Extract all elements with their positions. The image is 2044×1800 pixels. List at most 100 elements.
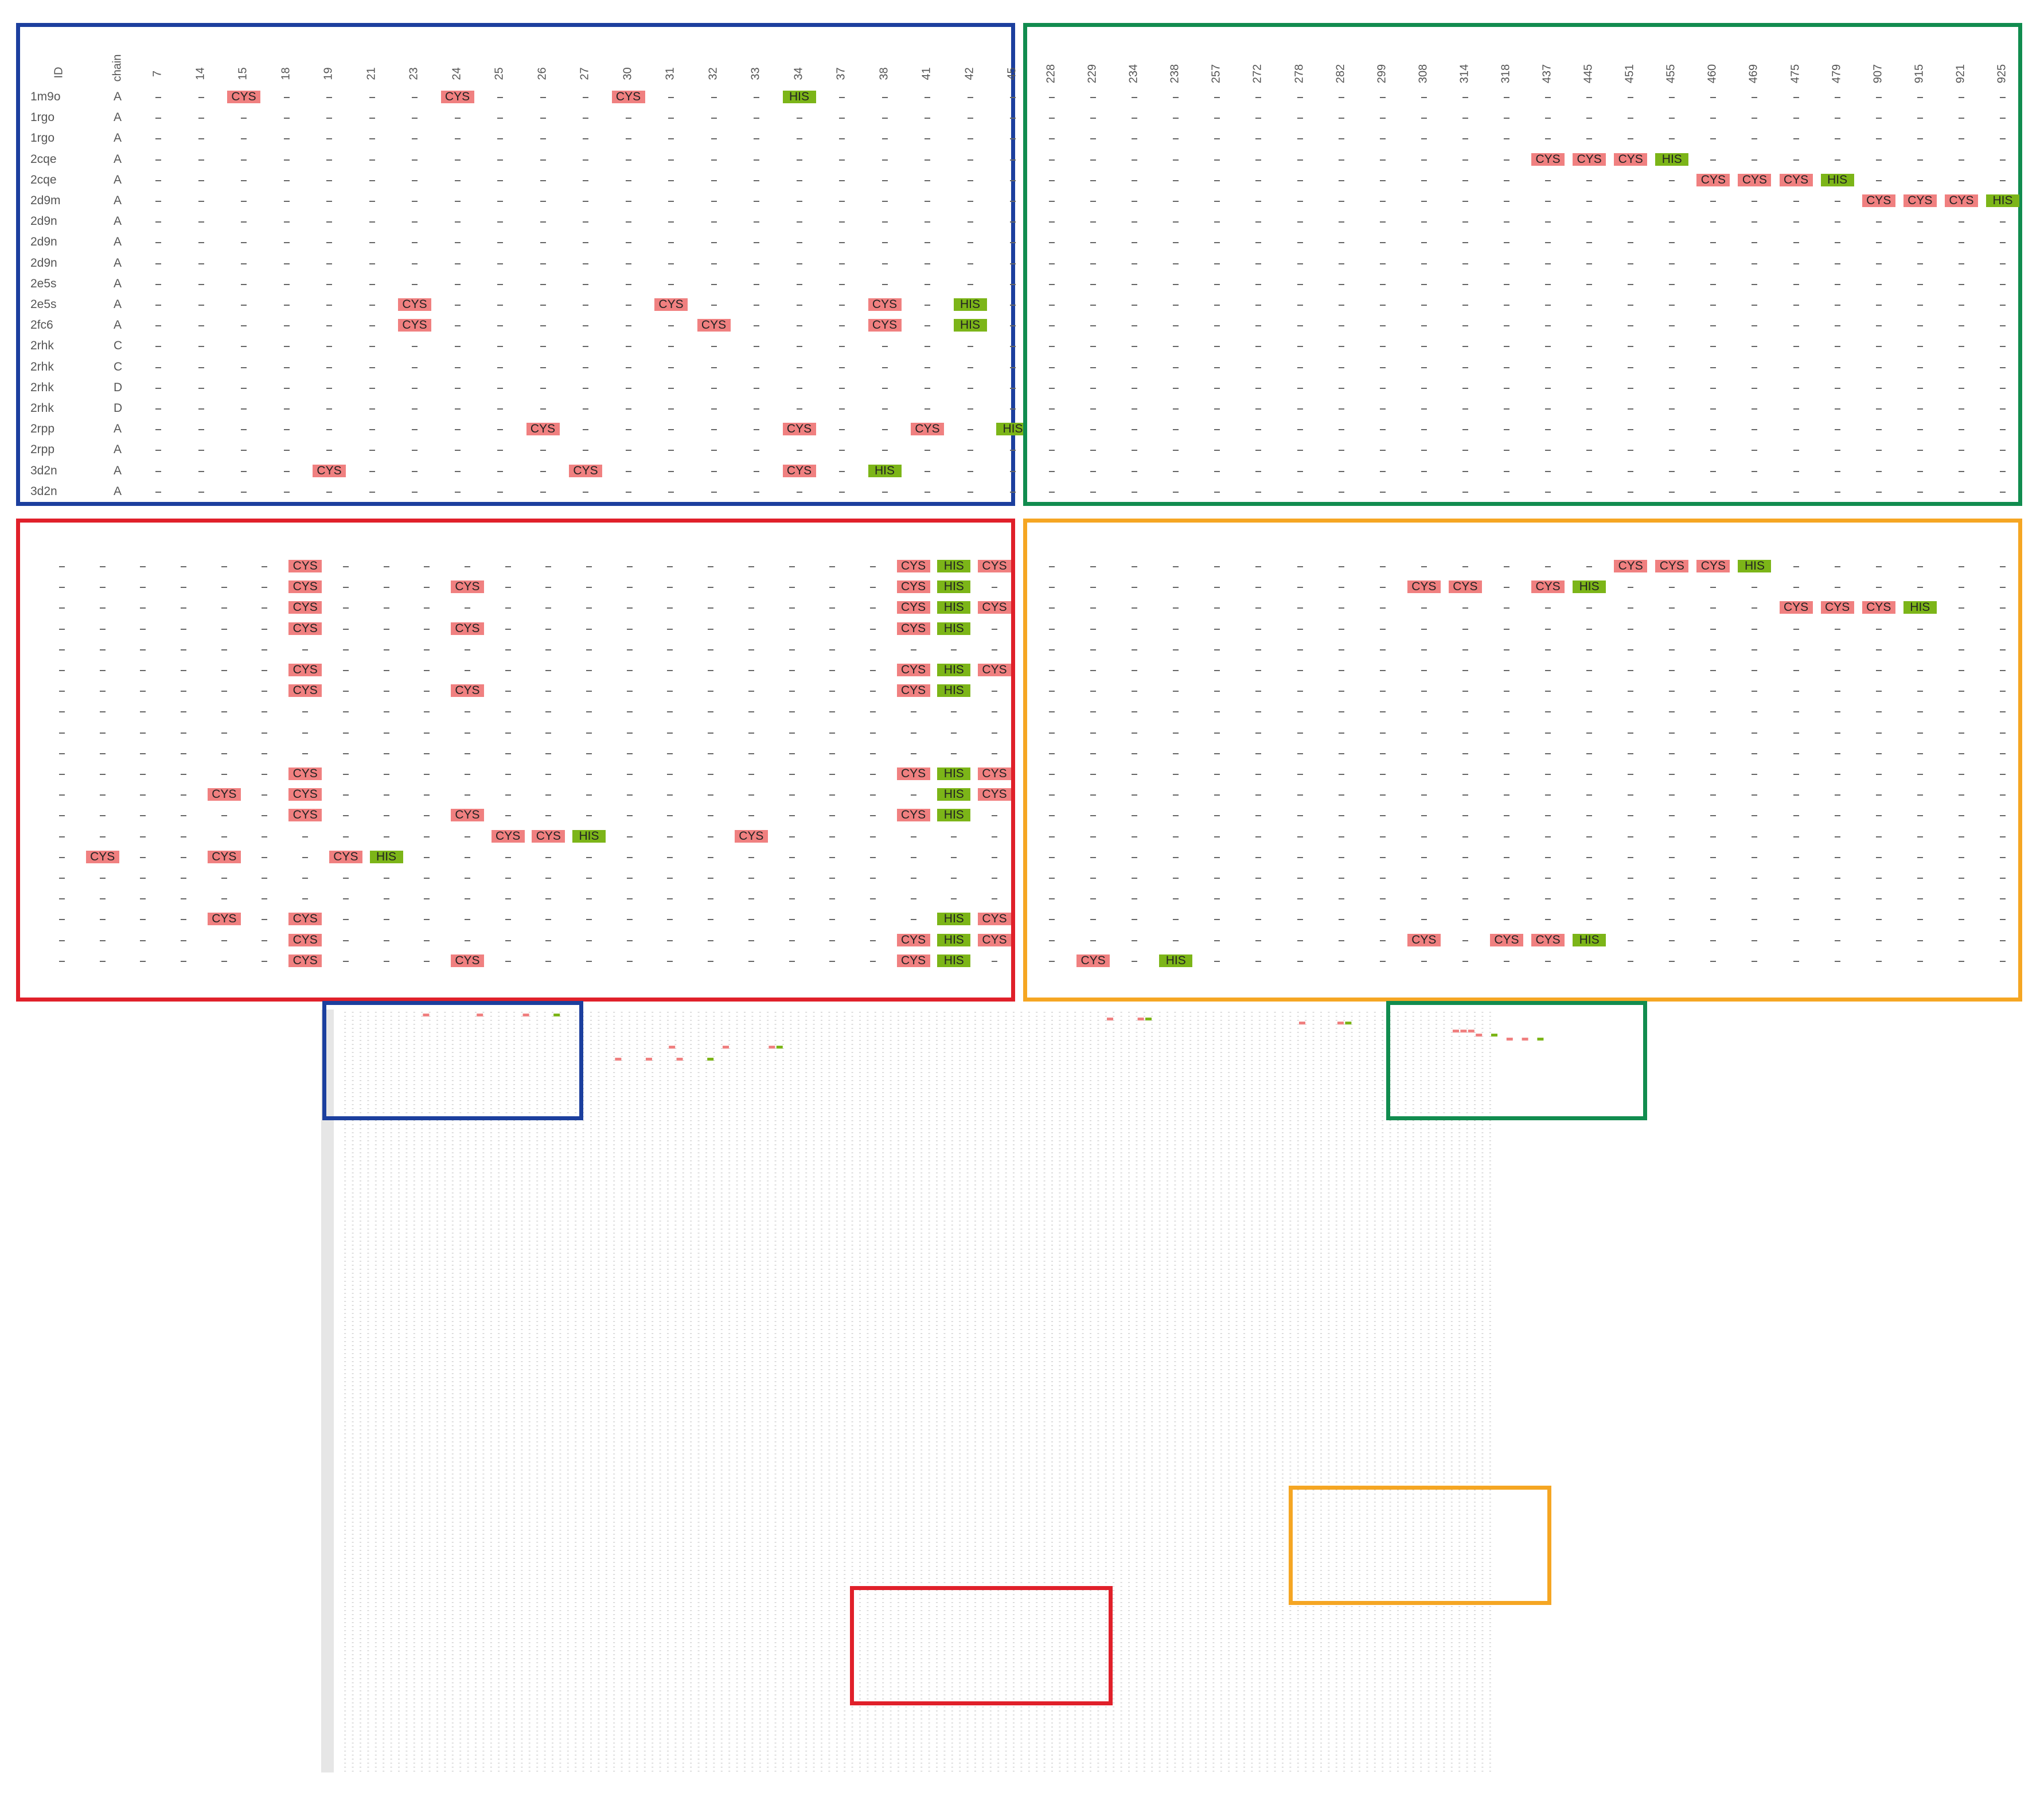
- residue-cell-dash: [1752, 305, 1758, 306]
- residue-cell-dash: [283, 450, 290, 451]
- residue-cell-dash: [951, 711, 957, 713]
- residue-cell-dash: [369, 221, 375, 223]
- residue-cell-dash: [181, 794, 187, 796]
- residue-cell-dash: [1421, 753, 1427, 754]
- residue-cell-dash: [1214, 607, 1220, 609]
- residue-cell-dash: [1255, 221, 1262, 223]
- residue-cell-dash: [748, 711, 754, 713]
- residue-cell-dash: [1545, 960, 1551, 962]
- residue-cell-dash: [1010, 367, 1016, 368]
- residue-cell-dash: [198, 450, 204, 451]
- residue-cell-dash: [1421, 670, 1427, 671]
- residue-cell-dash: [754, 221, 759, 223]
- residue-cell-dash: [754, 283, 759, 285]
- residue-cell-dash: [1752, 470, 1758, 472]
- residue-cell-dash: [1338, 138, 1344, 140]
- residue-cell-dash: [241, 387, 247, 389]
- residue-cell-dash: [1338, 201, 1344, 202]
- residue-cell-dash: [99, 794, 106, 796]
- residue-cell-dash: [1090, 628, 1097, 630]
- residue-cell-dash: [342, 607, 349, 609]
- residue-cell-dash: [283, 201, 290, 202]
- residue-cell-dash: [1421, 898, 1427, 900]
- residue-cell-dash: [1545, 836, 1551, 837]
- residue-cell-dash: [424, 919, 430, 921]
- residue-cell-dash: [667, 774, 673, 775]
- residue-cell-dash: [1214, 221, 1220, 223]
- residue-cell-dash: [1255, 305, 1262, 306]
- residue-cell-dash: [1503, 732, 1509, 734]
- residue-cell-dash: [586, 587, 592, 589]
- residue-cell-dash: [796, 118, 802, 119]
- residue-cell-dash: [1958, 732, 1964, 734]
- residue-cell-dash: [262, 836, 268, 837]
- residue-cell-dash: [839, 201, 845, 202]
- residue-cell-dash: [1214, 856, 1220, 858]
- residue-cell-dash: [1917, 940, 1923, 941]
- residue-cell-dash: [708, 856, 714, 858]
- residue-cell-dash: [342, 878, 349, 879]
- residue-cell-dash: [464, 753, 470, 754]
- residue-cell: CYS: [734, 829, 768, 843]
- residue-cell-dash: [754, 429, 759, 431]
- residue-cell-dash: [1628, 450, 1634, 451]
- residue-cell-dash: [198, 346, 204, 348]
- column-header: 460: [1706, 64, 1719, 84]
- residue-cell-dash: [1875, 367, 1882, 368]
- residue-cell-dash: [262, 878, 268, 879]
- residue-cell-dash: [869, 753, 876, 754]
- residue-cell-dash: [1338, 836, 1344, 837]
- residue-cell-dash: [383, 898, 389, 900]
- residue-cell-dash: [925, 97, 930, 98]
- residue-cell-dash: [1628, 263, 1634, 264]
- residue-cell-dash: [1793, 691, 1799, 692]
- residue-cell-dash: [1545, 118, 1551, 119]
- residue-cell-dash: [383, 566, 389, 567]
- residue-cell-dash: [796, 283, 802, 285]
- residue-cell-dash: [1173, 367, 1179, 368]
- row-id: 2e5s: [30, 276, 57, 290]
- residue-cell-dash: [2000, 408, 2006, 410]
- residue-cell-dash: [711, 491, 717, 493]
- residue-cell-dash: [412, 346, 418, 348]
- residue-cell-dash: [1793, 201, 1799, 202]
- residue-cell-dash: [1049, 711, 1055, 713]
- residue-cell: HIS: [937, 601, 971, 614]
- residue-cell-dash: [326, 387, 332, 389]
- residue-cell-dash: [1586, 242, 1593, 244]
- residue-cell: CYS: [896, 601, 930, 614]
- residue-cell-dash: [59, 732, 65, 734]
- residue-cell-dash: [1669, 940, 1675, 941]
- residue-cell-dash: [586, 940, 592, 941]
- residue-cell-dash: [583, 429, 588, 431]
- column-header: 229: [1086, 64, 1099, 84]
- residue-cell-dash: [1545, 774, 1551, 775]
- residue-cell-dash: [1875, 856, 1882, 858]
- residue-cell-dash: [1875, 138, 1882, 140]
- residue-cell-dash: [881, 138, 888, 140]
- residue-cell-dash: [1917, 670, 1923, 671]
- residue-cell: CYS: [329, 850, 362, 863]
- residue-cell-dash: [625, 450, 631, 451]
- residue-cell-dash: [711, 138, 717, 140]
- residue-cell-dash: [881, 221, 888, 223]
- residue-cell-dash: [839, 387, 845, 389]
- residue-cell-dash: [1628, 836, 1634, 837]
- residue-cell-dash: [1379, 470, 1386, 472]
- residue-cell-dash: [342, 566, 349, 567]
- residue-cell: CYS: [288, 580, 322, 594]
- residue-cell-dash: [1917, 283, 1923, 285]
- residue-cell-dash: [1669, 815, 1675, 817]
- residue-cell-dash: [383, 691, 389, 692]
- residue-cell-dash: [1875, 628, 1882, 630]
- residue-cell: CYS: [85, 850, 119, 863]
- residue-cell-dash: [967, 201, 973, 202]
- residue-cell: HIS: [369, 850, 403, 863]
- residue-cell-dash: [497, 450, 503, 451]
- residue-cell-dash: [1958, 138, 1964, 140]
- residue-cell-dash: [1132, 940, 1138, 941]
- residue-cell: HIS: [937, 913, 971, 926]
- residue-cell-dash: [505, 711, 511, 713]
- residue-cell-dash: [302, 856, 309, 858]
- residue-cell-dash: [454, 118, 461, 119]
